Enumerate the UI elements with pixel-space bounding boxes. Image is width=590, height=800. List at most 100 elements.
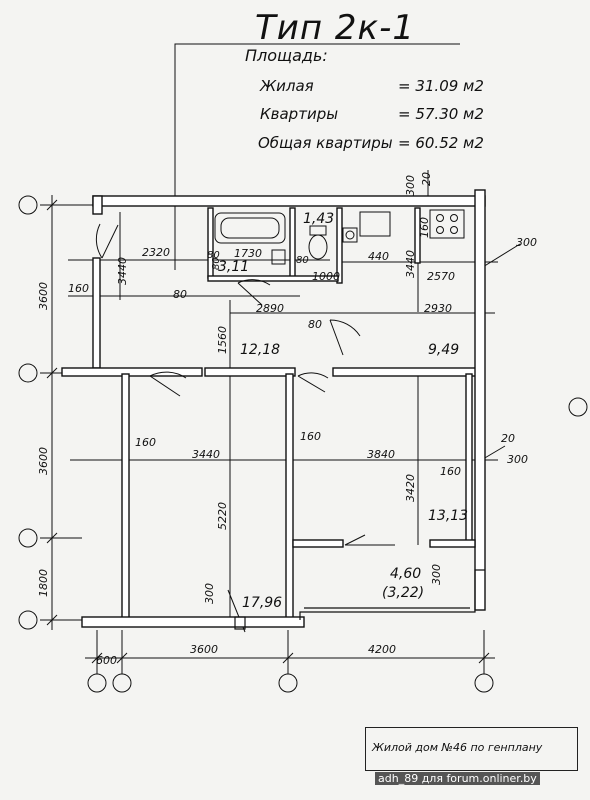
area-label-total: Общая квартиры [258, 134, 393, 152]
axis-dim-4200: 4200 [368, 643, 396, 656]
axis-bubble [278, 673, 298, 693]
axis-bubble [87, 673, 107, 693]
door-swing [344, 534, 395, 546]
dim-80: 80 [308, 318, 322, 331]
dim-20: 20 [420, 172, 433, 186]
dim-300: 300 [404, 175, 417, 196]
axis-bubble [18, 528, 38, 548]
axis-dim-3600: 3600 [190, 643, 218, 656]
door-swing [297, 372, 329, 393]
dim-1000: 1000 [312, 270, 340, 283]
area-label-apartment: Квартиры [260, 105, 339, 123]
plan-title: Тип 2к-1 [255, 8, 415, 48]
window-mark [234, 616, 246, 630]
dim-tick [46, 614, 58, 626]
stove-burner [450, 226, 458, 234]
area-heading: Площадь: [245, 46, 328, 65]
wall-left-lower [121, 373, 130, 621]
dim-160: 160 [300, 430, 321, 443]
wall-right [474, 189, 486, 611]
dim-tick [46, 532, 58, 544]
area-label-living: Жилая [260, 77, 314, 95]
dim-300: 300 [516, 236, 537, 249]
shaft-icon [342, 227, 358, 243]
room-area-wc: 1,43 [303, 211, 334, 227]
dim-tick [116, 652, 128, 664]
bathtub-icon [214, 212, 286, 244]
wall-bath-right [289, 207, 296, 279]
dim-160: 160 [440, 465, 461, 478]
stove-icon [429, 209, 465, 239]
door-swing [149, 371, 187, 397]
toilet-tank [309, 225, 327, 236]
wall-top [92, 195, 486, 207]
dim-tick [46, 367, 58, 379]
dim-80: 80 [211, 257, 222, 270]
stove-burner [436, 226, 444, 234]
stove-burner [450, 214, 458, 222]
room-area-balcony: 4,60 [390, 566, 421, 582]
room-area-living: 17,96 [242, 595, 282, 611]
dim-20: 20 [501, 432, 515, 445]
kitchen-sink-icon [359, 211, 391, 237]
dim-3420: 3420 [404, 474, 417, 502]
wall-balcony-left [292, 539, 344, 548]
dim-5220: 5220 [216, 502, 229, 530]
room-area-bedroom: 13,13 [428, 508, 468, 524]
axis-dim-3600: 3600 [37, 447, 50, 475]
door-swing [95, 223, 119, 259]
room-area-bath: 3,11 [218, 259, 249, 275]
dim-440: 440 [368, 250, 389, 263]
dim-160: 160 [135, 436, 156, 449]
axis-dim-1800: 1800 [37, 569, 50, 597]
bathtub-inner [220, 217, 280, 239]
wall-bath-bottom [207, 275, 339, 282]
dim-2890: 2890 [256, 302, 284, 315]
area-value-total: = 60.52 м2 [398, 134, 484, 152]
room-area-balcony-reduced: (3,22) [382, 585, 424, 601]
door-swing [237, 279, 271, 306]
caption-text: Жилой дом №46 по генплану [372, 741, 543, 754]
dim-3840: 3840 [367, 448, 395, 461]
dim-2930: 2930 [424, 302, 452, 315]
wall-corner [92, 195, 103, 215]
wall-horiz-right [332, 367, 479, 377]
wall-center [285, 373, 294, 621]
dim-tick [478, 652, 490, 664]
dim-tick [46, 199, 58, 211]
dim-80: 80 [173, 288, 187, 301]
sink-icon [271, 249, 286, 265]
axis-dim-600: 600 [96, 654, 117, 667]
axis-bubble [568, 397, 588, 417]
wall-left-upper [92, 257, 101, 369]
area-value-living: = 31.09 м2 [398, 77, 484, 95]
dim-160: 160 [68, 282, 89, 295]
room-area-kitchen: 9,49 [428, 342, 459, 358]
axis-bubble [18, 195, 38, 215]
axis-bubble [18, 363, 38, 383]
heading-leader-line [174, 43, 460, 270]
balcony-outline [299, 569, 485, 620]
dim-3440: 3440 [116, 257, 129, 285]
dim-1730: 1730 [234, 247, 262, 260]
dim-1560: 1560 [216, 326, 229, 354]
axis-dim-3600: 3600 [37, 282, 50, 310]
stove-burner [436, 214, 444, 222]
dim-3440: 3440 [404, 250, 417, 278]
area-value-apartment: = 57.30 м2 [398, 105, 484, 123]
dim-160: 160 [418, 217, 431, 238]
dim-3440: 3440 [192, 448, 220, 461]
room-area-hall: 12,18 [240, 342, 280, 358]
wall-balcony-right [429, 539, 476, 548]
wall-bottom [81, 616, 305, 628]
toilet-icon [308, 234, 328, 260]
axis-bubble [18, 610, 38, 630]
door-swing [329, 319, 361, 356]
wall-wc-right [336, 207, 343, 284]
dim-tick [91, 652, 103, 664]
dim-2320: 2320 [142, 246, 170, 259]
axis-bubble [112, 673, 132, 693]
wall-kitchen-left [414, 207, 421, 264]
wall-horiz-left [61, 367, 203, 377]
